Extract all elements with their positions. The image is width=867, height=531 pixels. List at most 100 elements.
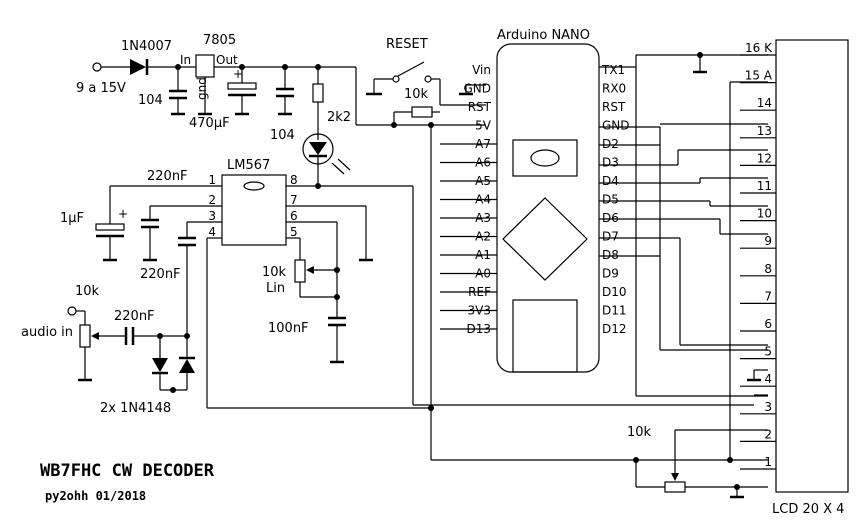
arduino-pin-gnd: GND xyxy=(463,82,491,96)
arduino-usb xyxy=(512,299,578,373)
lm567-pin-4: 4 xyxy=(208,225,216,239)
capacitor-104-a-label: 104 xyxy=(138,93,163,108)
lm567-pin-7: 7 xyxy=(290,193,298,207)
capacitor-470uf xyxy=(227,82,257,90)
lm567-pin-6: 6 xyxy=(290,209,298,223)
resistor-2k2-label: 2k2 xyxy=(327,110,351,125)
arduino-board xyxy=(496,43,600,373)
lm567-pin-5: 5 xyxy=(290,225,298,239)
lcd-pin-11: 11 xyxy=(757,179,772,193)
diagram-title: WB7FHC CW DECODER xyxy=(40,461,215,481)
lcd-pin-5: 5 xyxy=(764,345,772,359)
contrast-pot xyxy=(664,481,686,493)
reset-resistor xyxy=(411,106,433,118)
diode-1n4007 xyxy=(130,59,146,75)
lcd-pin-1: 1 xyxy=(764,455,772,469)
arduino-chip xyxy=(502,197,588,281)
arduino-pin-rx0: RX0 xyxy=(602,82,626,96)
pot-10k-lin xyxy=(294,259,306,283)
audio-terminal xyxy=(67,306,77,316)
audio-input: 10k audio in 220nF 2x 1N4148 xyxy=(21,284,195,416)
arduino-pin-5v: 5V xyxy=(475,119,492,133)
diode-1n4148-a xyxy=(152,358,168,372)
diagram-subtitle: py2ohh 01/2018 xyxy=(45,489,146,503)
audio-pot xyxy=(79,324,91,348)
input-voltage-label: 9 a 15V xyxy=(76,81,126,96)
lcd-pin-9: 9 xyxy=(764,234,772,248)
lm567-pin-3: 3 xyxy=(208,209,216,223)
diode-1n4148-b xyxy=(179,359,195,373)
lm567-pins: 1 2 3 4 8 7 6 5 xyxy=(208,173,297,239)
arduino-pin-d5: D5 xyxy=(602,193,619,207)
regulator-7805 xyxy=(195,54,215,78)
capacitor-470uf-label: 470µF xyxy=(189,116,230,131)
capacitor-100nf-label: 100nF xyxy=(268,321,309,336)
arduino-pin-d3: D3 xyxy=(602,156,619,170)
lcd-pin-2: 2 xyxy=(764,427,772,441)
arduino-pin-gnd: GND xyxy=(602,119,630,133)
arduino-pin-d12: D12 xyxy=(602,322,627,336)
lcd-pin-4: 4 xyxy=(764,372,772,386)
reset-circuit: RESET 10k xyxy=(356,37,486,460)
capacitor-104-b-label: 104 xyxy=(270,128,295,143)
diodes-label: 2x 1N4148 xyxy=(100,401,171,416)
capacitor-1uf xyxy=(95,223,125,231)
lcd-pin-10: 10 xyxy=(757,207,772,221)
arduino-pin-rst: RST xyxy=(468,100,492,114)
arduino-pin-d4: D4 xyxy=(602,174,619,188)
power-supply: 9 a 15V 1N4007 104 7805 In Out gnd + 4 xyxy=(76,33,357,186)
audio-pot-label: 10k xyxy=(75,284,100,299)
lm567-pin-2: 2 xyxy=(208,193,216,207)
lm567-pin-1: 1 xyxy=(208,173,216,187)
arduino-pin-d2: D2 xyxy=(602,137,619,151)
lcd-pin-7: 7 xyxy=(764,289,772,303)
lcd-pin-12: 12 xyxy=(757,151,772,165)
interconnect-wires: 10k xyxy=(431,52,768,499)
lcd-pin-8: 8 xyxy=(764,262,772,276)
arduino-pin-d8: D8 xyxy=(602,248,619,262)
lcd-body xyxy=(775,39,849,493)
reset-label: RESET xyxy=(386,37,428,52)
arduino-pin-d6: D6 xyxy=(602,211,619,225)
arduino-label: Arduino NANO xyxy=(497,28,590,43)
regulator-out-label: Out xyxy=(216,53,238,67)
regulator-in-label: In xyxy=(180,53,191,67)
arduino-crystal xyxy=(512,139,578,177)
reset-switch xyxy=(392,75,400,83)
lm567-chip xyxy=(221,174,287,246)
lm567-pin-8: 8 xyxy=(290,173,298,187)
lcd-pin-6: 6 xyxy=(764,317,772,331)
diode-1n4007-label: 1N4007 xyxy=(121,39,172,54)
capacitor-1uf-polarity: + xyxy=(118,207,128,221)
contrast-pot-label: 10k xyxy=(627,425,652,440)
arduino-pin-d10: D10 xyxy=(602,285,627,299)
resistor-2k2 xyxy=(312,83,324,103)
arduino-pin-rst: RST xyxy=(602,100,626,114)
capacitor-220nf-top-label: 220nF xyxy=(147,169,188,184)
arduino-pin-tx1: TX1 xyxy=(601,63,625,77)
power-input-terminal xyxy=(92,62,102,72)
capacitor-470uf-polarity: + xyxy=(233,67,243,81)
regulator-gnd-label: gnd xyxy=(195,77,209,100)
arduino-pin-vin: Vin xyxy=(472,63,491,77)
lm567-label: LM567 xyxy=(227,158,270,173)
lm567-circuit: LM567 1 2 3 4 8 7 6 5 220nF + 1µF 220nF xyxy=(60,158,768,411)
lcd-pin-16-k: 16 K xyxy=(745,41,773,55)
audio-in-label: audio in xyxy=(21,325,73,340)
reset-resistor-label: 10k xyxy=(404,87,429,102)
capacitor-1uf-label: 1µF xyxy=(60,211,84,226)
lcd-pin-3: 3 xyxy=(764,400,772,414)
pot-10k-lin-label-a: 10k xyxy=(262,265,287,280)
arduino-pin-d9: D9 xyxy=(602,267,619,281)
regulator-7805-label: 7805 xyxy=(203,33,236,48)
arduino-pin-d11: D11 xyxy=(602,304,627,318)
capacitor-220nf-bottom-label: 220nF xyxy=(140,267,181,282)
capacitor-220nf-in-label: 220nF xyxy=(114,309,155,324)
lcd-label: LCD 20 X 4 xyxy=(772,502,844,517)
lcd-pin-14: 14 xyxy=(757,96,772,110)
